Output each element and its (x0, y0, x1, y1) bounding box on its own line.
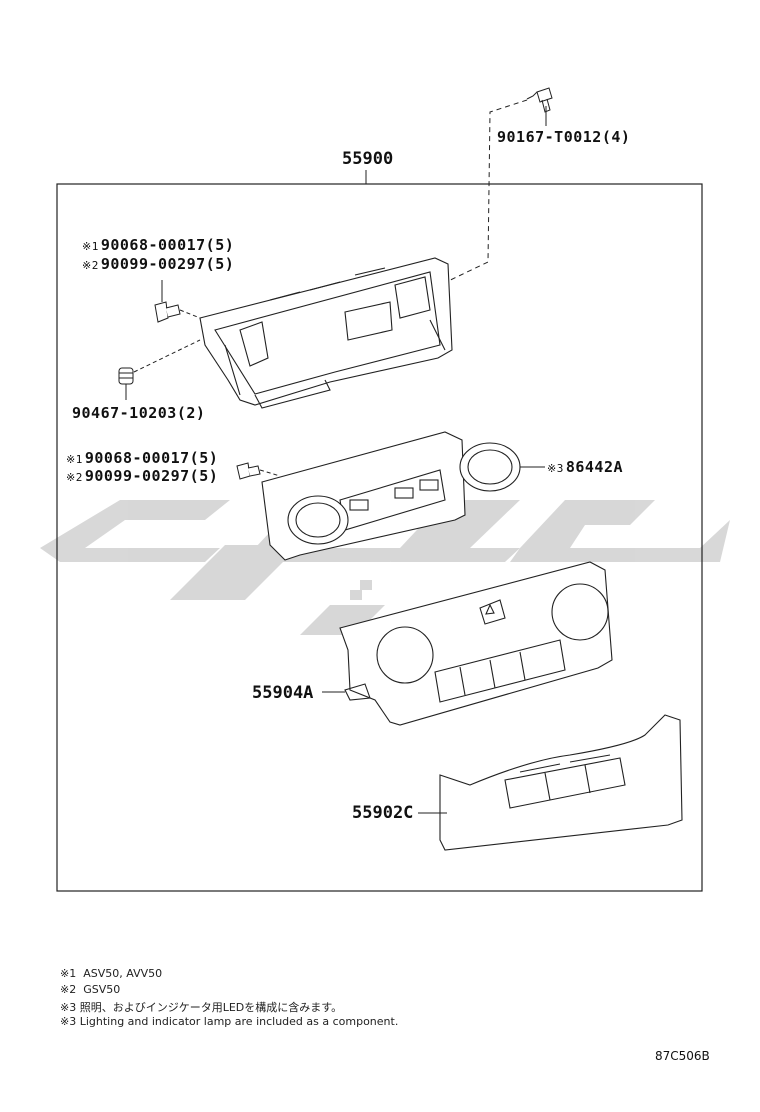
trim-plate-icon (439, 714, 683, 851)
note-mark: ※3 (547, 462, 564, 475)
note-mark: ※3 (60, 1001, 77, 1014)
control-panel-label: 55904A (252, 683, 314, 703)
panel-screw-2-code: 90099-00297(5) (84, 467, 219, 485)
bracket-screw-2-code: 90099-00297(5) (100, 255, 235, 273)
note-text: ASV50, AVV50 (83, 967, 163, 980)
trim-plate-label: 55902C (352, 803, 414, 823)
note-text: Lighting and indicator lamp are included… (79, 1015, 399, 1028)
assembly-label: 55900 (342, 149, 394, 169)
panel-screw-icon (236, 462, 261, 480)
note-mark: ※3 (60, 1015, 77, 1028)
control-panel-icon (339, 561, 613, 726)
top-bolt-label: 90167-T0012(4) (497, 128, 631, 146)
note-mark: ※2 (82, 259, 99, 272)
note-mark: ※2 (60, 983, 77, 996)
bracket-icon (199, 257, 453, 409)
note-1: ※1 ASV50, AVV50 (60, 967, 162, 980)
note-4: ※3 Lighting and indicator lamp are inclu… (60, 1015, 398, 1028)
bracket-screw-icon (154, 280, 181, 323)
lighting-panel-icon (261, 431, 521, 561)
note-text: GSV50 (83, 983, 121, 996)
note-3: ※3 照明、およびインジケータ用LEDを構成に含みます。 (60, 999, 342, 1015)
note-mark: ※2 (66, 471, 83, 484)
note-text: 照明、およびインジケータ用LEDを構成に含みます。 (79, 1001, 343, 1014)
note-mark: ※1 (60, 967, 77, 980)
top-bolt-icon (526, 87, 553, 126)
panel-screw-1-code: 90068-00017(5) (84, 449, 219, 467)
bracket-screw-1-code: 90068-00017(5) (100, 236, 235, 254)
assembly-frame (56, 183, 703, 892)
note-mark: ※1 (66, 453, 83, 466)
note-mark: ※1 (82, 240, 99, 253)
figure-code: 87C506B (655, 1049, 710, 1063)
pin-label: 90467-10203(2) (72, 404, 206, 422)
note-2: ※2 GSV50 (60, 983, 120, 996)
pin-icon (118, 367, 134, 385)
knob-code: 86442A (565, 458, 624, 476)
